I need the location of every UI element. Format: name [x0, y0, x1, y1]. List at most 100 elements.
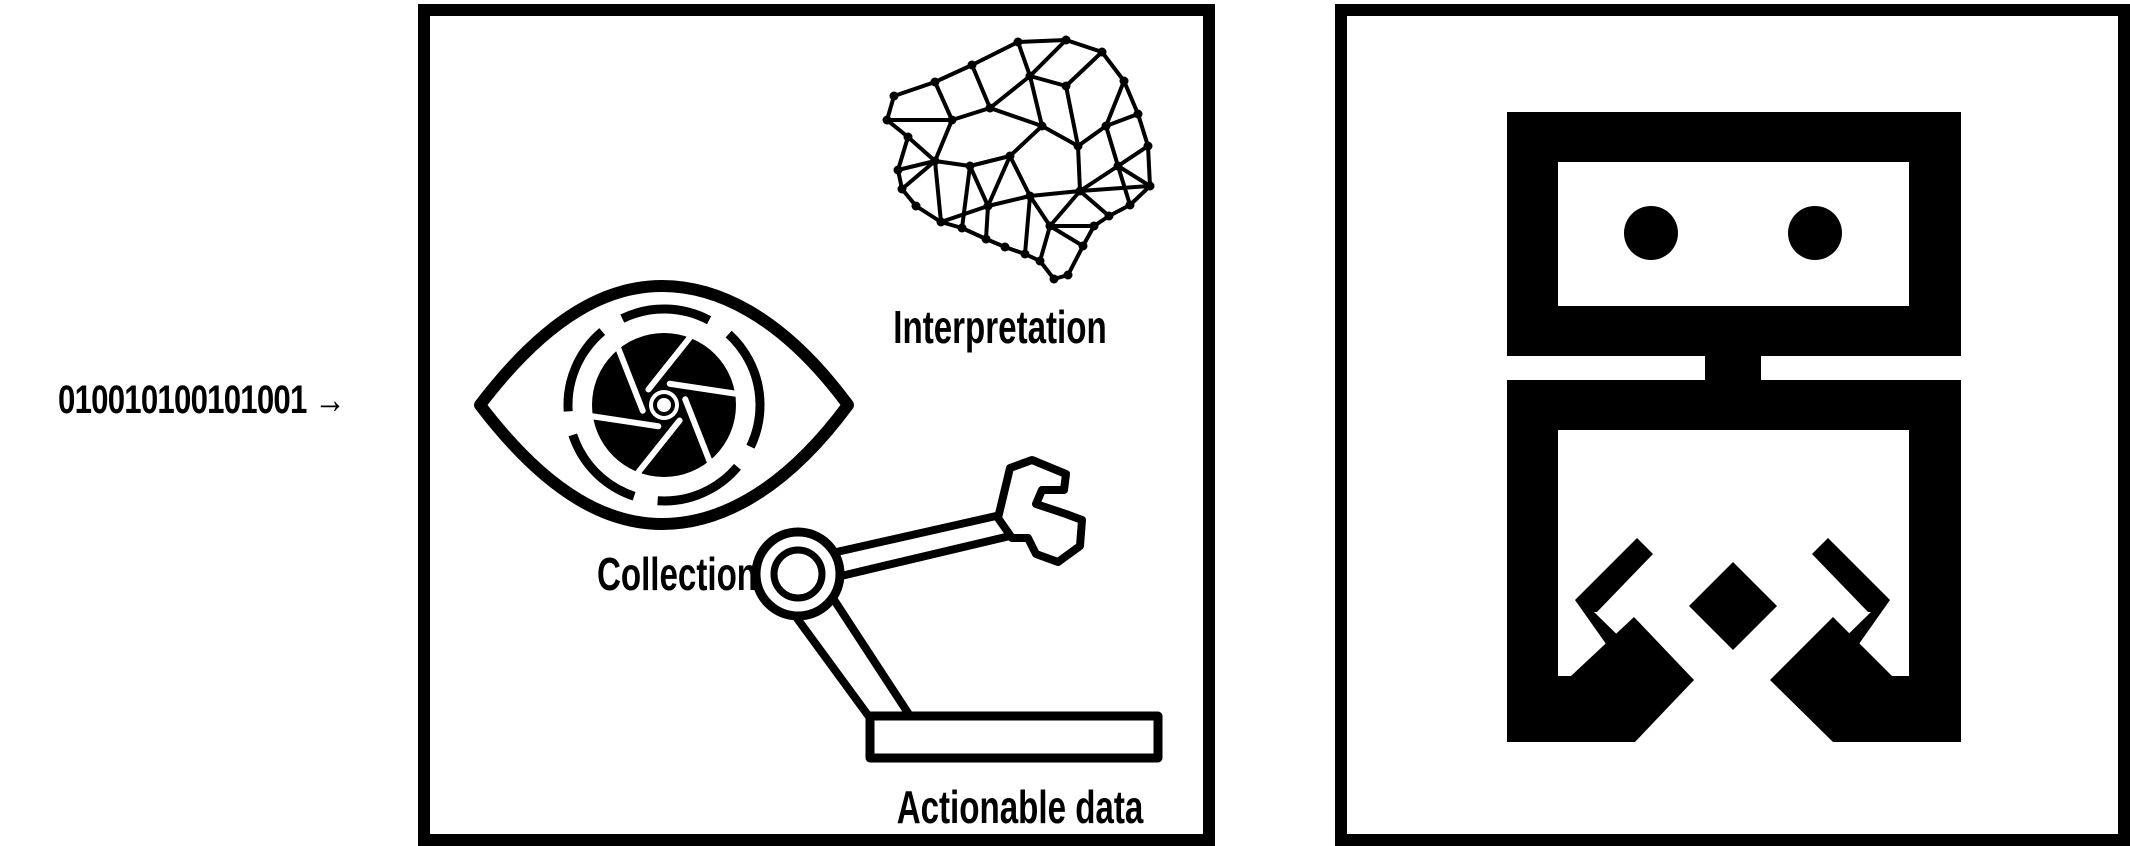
brain-node — [1005, 151, 1015, 161]
brain-link — [1078, 184, 1152, 193]
brain-node — [1037, 121, 1047, 131]
brain-link — [1104, 79, 1126, 128]
brain-node — [1125, 200, 1135, 210]
brain-node — [1025, 191, 1035, 201]
brain-node — [957, 223, 967, 233]
brain-link — [1023, 194, 1032, 256]
brain-node — [1061, 81, 1071, 91]
brain-node — [1133, 109, 1143, 119]
brain-link — [1064, 50, 1104, 88]
brain-link — [1040, 124, 1080, 148]
brain-node — [1073, 141, 1083, 151]
brain-node — [985, 103, 995, 113]
brain-network-icon — [882, 35, 1155, 284]
brain-link — [1116, 144, 1150, 168]
brain-link — [968, 154, 1012, 168]
brain-link — [1028, 194, 1052, 228]
brain-link — [906, 135, 937, 163]
brain-node — [903, 132, 913, 142]
brain-node — [967, 60, 977, 70]
brain-link — [1028, 74, 1044, 128]
brain-node — [1013, 37, 1023, 47]
brain-node — [882, 115, 892, 125]
brain-node — [1097, 47, 1107, 57]
brain-node — [981, 234, 991, 244]
brain-link — [988, 74, 1032, 110]
eye-shutter-icon — [474, 280, 854, 530]
brain-link — [933, 159, 972, 168]
shutter-blade — [635, 417, 683, 476]
brain-node — [911, 201, 921, 211]
brain-node — [1104, 211, 1114, 221]
brain-node — [889, 91, 899, 101]
brain-link — [960, 164, 972, 230]
process-illustration — [474, 35, 1163, 763]
brain-link — [933, 80, 954, 122]
brain-link — [1038, 224, 1052, 263]
brain-node — [947, 115, 957, 125]
brain-link — [1028, 38, 1068, 78]
shutter-blade — [645, 334, 693, 393]
brain-node — [1000, 242, 1010, 252]
brain-node — [1101, 121, 1111, 131]
robot-logo-panel — [1335, 4, 2130, 846]
brain-link — [988, 106, 1044, 128]
interpretation-label: Interpretation — [893, 301, 1107, 353]
brain-link — [1028, 189, 1082, 198]
brain-link — [1116, 164, 1132, 207]
brain-link — [1078, 189, 1111, 218]
brain-node — [1049, 274, 1059, 284]
brain-node — [1119, 76, 1129, 86]
brain-node — [936, 217, 946, 227]
brain-link — [896, 159, 937, 172]
brain-link — [1016, 40, 1032, 78]
shutter-blade — [666, 380, 739, 397]
brain-node — [1063, 270, 1073, 280]
brain-link — [933, 118, 954, 163]
brain-link — [1008, 154, 1032, 198]
brain-link — [970, 63, 992, 110]
brain-node — [1089, 221, 1099, 231]
brain-link — [968, 164, 990, 208]
brain-node — [1035, 256, 1045, 266]
brain-link — [984, 204, 990, 241]
brain-node — [1143, 141, 1153, 151]
collection-label: Collection — [596, 548, 758, 600]
brain-link — [1104, 112, 1140, 128]
brain-node — [930, 156, 940, 166]
brain-node — [1045, 221, 1055, 231]
binary-input-text: 010010100101001 → — [58, 378, 346, 422]
brain-node — [893, 165, 903, 175]
brain-node — [983, 201, 993, 211]
brain-link — [950, 106, 992, 122]
process-panel: Interpretation Collection Actionable dat… — [418, 4, 1215, 846]
brain-link — [1028, 74, 1068, 88]
brain-node — [1078, 241, 1088, 251]
brain-link — [1076, 124, 1108, 148]
brain-link — [1078, 164, 1120, 193]
brain-node — [965, 161, 975, 171]
brain-node — [1020, 249, 1030, 259]
brain-link — [1076, 144, 1082, 193]
brain-node — [1061, 35, 1071, 45]
brain-link — [1048, 224, 1085, 248]
brain-link — [1048, 189, 1082, 228]
brain-link — [1104, 124, 1120, 168]
robot-logo-icon — [1507, 112, 1961, 742]
brain-link — [933, 159, 943, 224]
brain-link — [900, 159, 937, 191]
brain-node — [1075, 186, 1085, 196]
brain-link — [986, 154, 1012, 208]
brain-node — [1145, 181, 1155, 191]
brain-link — [1008, 124, 1044, 158]
brain-link — [939, 204, 990, 224]
brain-link — [1116, 164, 1152, 188]
brain-node — [1113, 161, 1123, 171]
robotic-arm-icon — [751, 456, 1163, 763]
brain-link — [1064, 84, 1080, 148]
brain-node — [930, 77, 940, 87]
brain-node — [1025, 71, 1035, 81]
brain-link — [986, 194, 1032, 208]
shutter-blade — [615, 346, 646, 414]
shutter-blade — [589, 413, 662, 430]
